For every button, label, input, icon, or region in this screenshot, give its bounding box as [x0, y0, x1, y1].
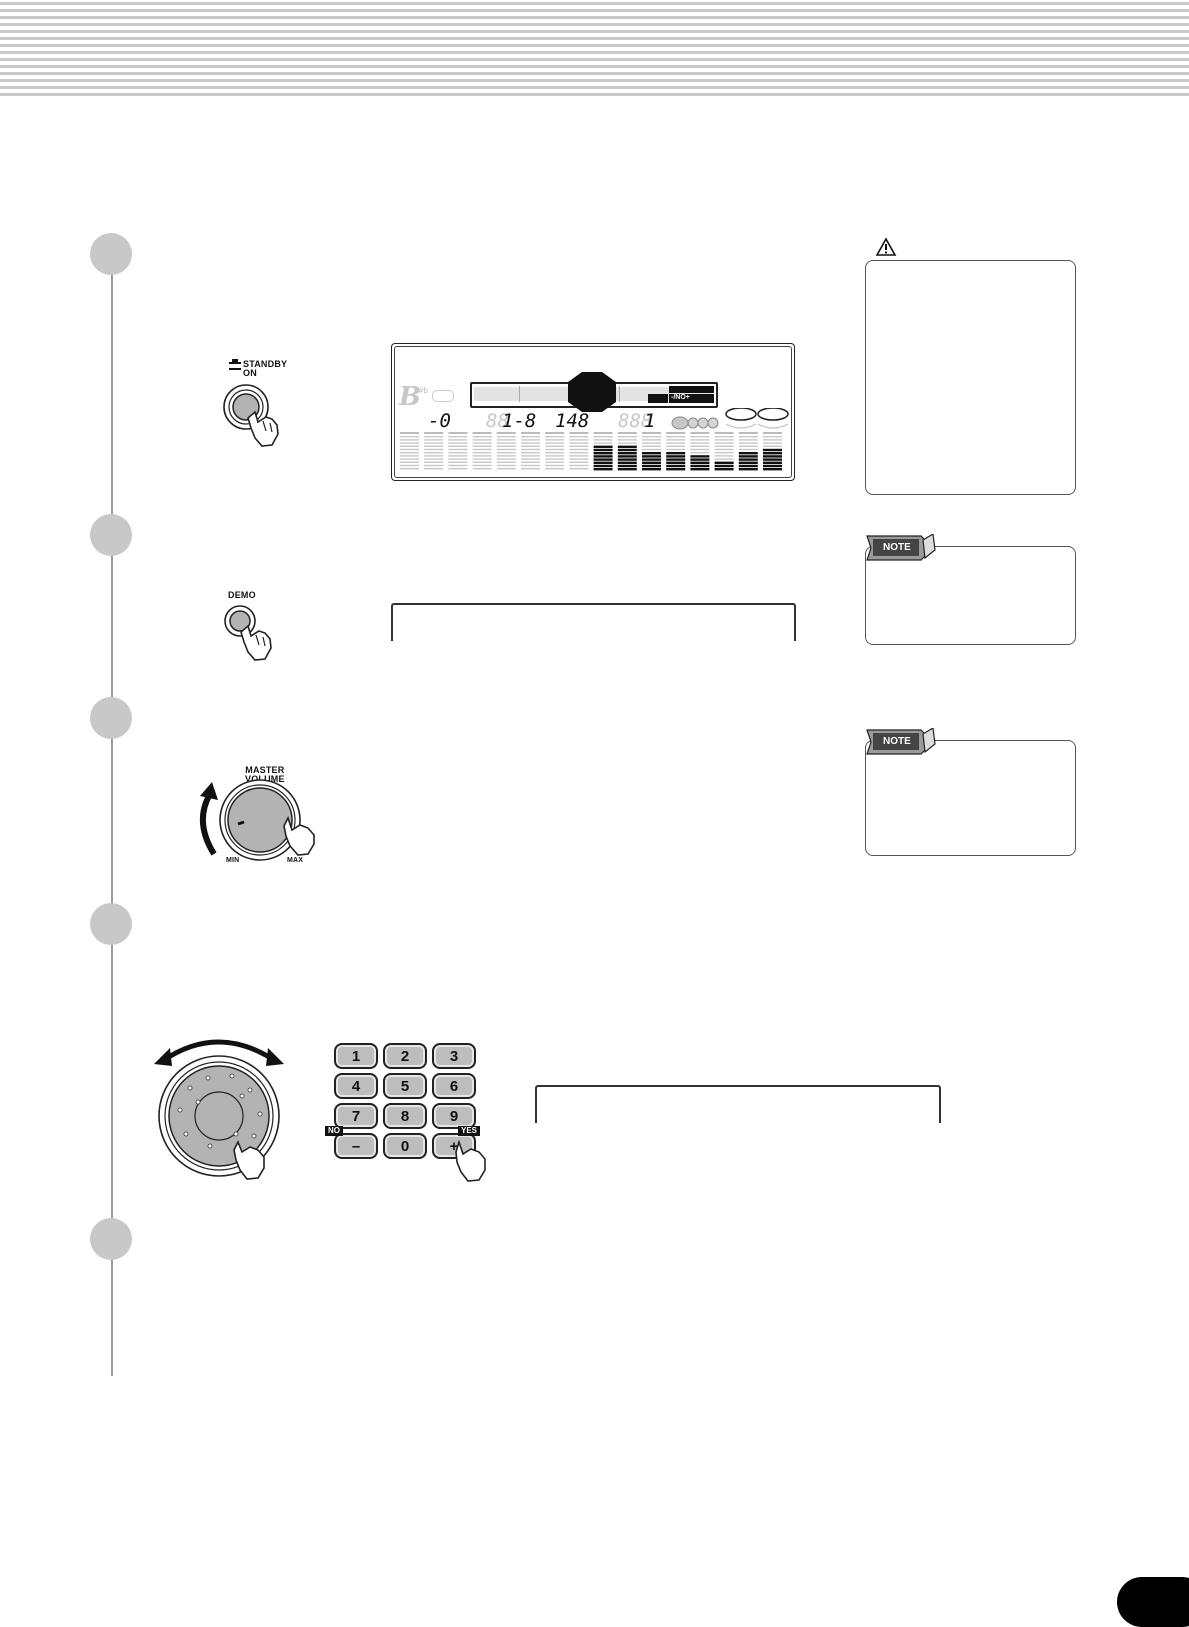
- note-pencil-icon: [866, 728, 936, 755]
- caution-box: [865, 260, 1076, 495]
- standby-on-button[interactable]: [222, 382, 292, 457]
- step-timeline: [111, 254, 113, 1376]
- keypad-lcd-display: [535, 1085, 941, 1123]
- lcd-small-icon: [432, 390, 454, 402]
- step-4-marker: [90, 903, 132, 945]
- lcd-segment-2: 1-8: [502, 410, 537, 432]
- keypad-key[interactable]: 9: [432, 1103, 476, 1129]
- demo-label: DEMO: [228, 590, 256, 600]
- master-volume-label: MASTER VOLUME: [245, 766, 285, 784]
- keypad-key[interactable]: 0: [383, 1133, 427, 1159]
- pressing-hand-icon: [240, 624, 272, 661]
- page-header-stripes: [0, 0, 1189, 100]
- pressing-hand-icon: [283, 815, 315, 856]
- keypad-key[interactable]: –: [334, 1133, 378, 1159]
- lcd-level-meters: [400, 432, 782, 471]
- lcd-meter-column: [593, 432, 613, 471]
- note-box-2: [865, 740, 1076, 856]
- keypad-key[interactable]: 6: [432, 1073, 476, 1099]
- lcd-meter-column: [496, 432, 516, 470]
- step-3-marker: [90, 697, 132, 739]
- rotate-arrow-icon: [199, 792, 217, 856]
- lcd-segment-2-ghost: 88: [486, 410, 509, 432]
- warning-triangle-icon: [875, 237, 897, 256]
- no-tag: NO: [325, 1126, 343, 1136]
- keypad-key[interactable]: 8: [383, 1103, 427, 1129]
- keypad-key[interactable]: 7: [334, 1103, 378, 1129]
- keypad-key[interactable]: 4: [334, 1073, 378, 1099]
- lcd-segment-3: 148: [555, 410, 590, 432]
- lcd-meter-column: [545, 432, 565, 470]
- master-volume-knob[interactable]: [192, 778, 332, 870]
- lcd-yes-no: -/NO+: [671, 394, 690, 401]
- lcd-meter-column: [521, 432, 540, 470]
- data-dial[interactable]: [150, 1030, 290, 1190]
- lcd-status-indicators: [671, 408, 789, 430]
- lcd-meter-column: [448, 432, 468, 470]
- standby-label-top: STANDBY: [243, 359, 288, 369]
- lcd-meter-column: [738, 432, 758, 471]
- demo-button[interactable]: [222, 604, 292, 669]
- master-volume-min: MIN: [226, 857, 240, 864]
- lcd-meter-column: [763, 432, 782, 471]
- master-volume-max: MAX: [287, 857, 304, 864]
- standby-label-bottom: ON: [243, 368, 257, 378]
- keypad-key[interactable]: 2: [383, 1043, 427, 1069]
- note-pencil-icon: [866, 534, 936, 561]
- pressing-hand-icon: [455, 1140, 486, 1182]
- lcd-meter-column: [569, 432, 589, 470]
- master-volume-label-line1: MASTER: [245, 765, 285, 775]
- lcd-segment-1: -0: [428, 410, 451, 432]
- master-volume-label-line2: VOLUME: [245, 774, 285, 784]
- lcd-segment-4-ghost: 888: [618, 410, 653, 432]
- lcd-meter-column: [617, 432, 637, 471]
- lcd-octagon-indicator: [568, 372, 616, 412]
- lcd-meter-column: [690, 432, 710, 471]
- keypad-key[interactable]: 1: [334, 1043, 378, 1069]
- rotate-both-ways-arrow-icon: [162, 1039, 276, 1063]
- lcd-meter-column: [424, 432, 444, 470]
- note-tag-1-text: NOTE: [883, 542, 911, 553]
- lcd-chord-letter: B: [399, 382, 421, 412]
- step-1-marker: [90, 233, 132, 275]
- lcd-sharp-flat: #b: [419, 386, 428, 395]
- keypad-key[interactable]: 5: [383, 1073, 427, 1099]
- page-number-tab: [1117, 1577, 1189, 1627]
- lcd-meter-column: [666, 432, 686, 471]
- lcd-meter-column: [714, 432, 734, 471]
- standby-symbol-icon: [229, 359, 241, 370]
- lcd-meter-column: [472, 432, 492, 470]
- yes-tag: YES: [458, 1126, 481, 1136]
- pressing-hand-icon: [247, 410, 279, 447]
- lcd-meter-column: [642, 432, 661, 471]
- lcd-segment-4: 1: [644, 410, 656, 432]
- keypad-key[interactable]: 3: [432, 1043, 476, 1069]
- lcd-meter-column: [400, 432, 419, 470]
- lcd-display: B #b -/NO+ -0 88 1-8 148 888 1: [391, 343, 795, 481]
- step-5-marker: [90, 1218, 132, 1260]
- note-box-1: [865, 546, 1076, 645]
- pressing-hand-icon: [233, 1140, 265, 1180]
- step-2-marker: [90, 514, 132, 556]
- demo-lcd-display: [391, 603, 796, 641]
- note-tag-2-text: NOTE: [883, 736, 911, 747]
